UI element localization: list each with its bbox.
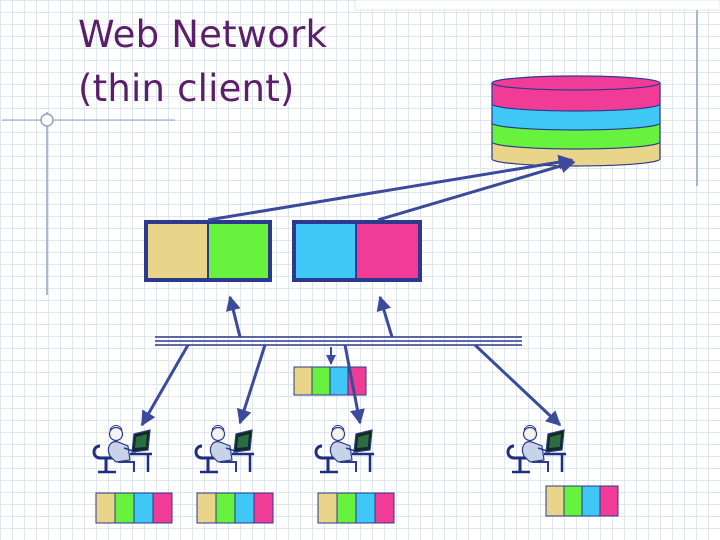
slide-title-line-2: (thin client)	[78, 67, 295, 110]
server-to-database-arrow	[207, 154, 574, 222]
database-stack-icon	[491, 75, 661, 167]
bus-to-client-arrow	[140, 344, 190, 427]
server-bus-arrow	[225, 295, 242, 338]
client-data-packet	[317, 492, 395, 524]
user-at-computer-icon	[506, 424, 568, 474]
bus-to-client-arrow	[343, 344, 365, 425]
server-to-database-arrow	[377, 158, 576, 222]
decor-circle-icon	[40, 113, 54, 127]
web-server-left	[144, 220, 272, 282]
user-at-computer-icon	[194, 424, 256, 474]
decor-top-band	[354, 0, 720, 11]
user-at-computer-icon	[92, 424, 154, 474]
network-bus-line	[155, 336, 522, 346]
bus-to-client-arrow	[473, 343, 562, 427]
bus-to-client-arrow	[236, 344, 267, 425]
client-data-packet	[545, 485, 619, 517]
slide-title-line-1: Web Network	[78, 13, 328, 56]
user-at-computer-icon	[314, 424, 376, 474]
data-packet-center	[293, 366, 367, 396]
client-data-packet	[196, 492, 274, 524]
web-server-right	[292, 220, 422, 282]
client-data-packet	[95, 492, 173, 524]
server-bus-arrow	[376, 295, 394, 338]
